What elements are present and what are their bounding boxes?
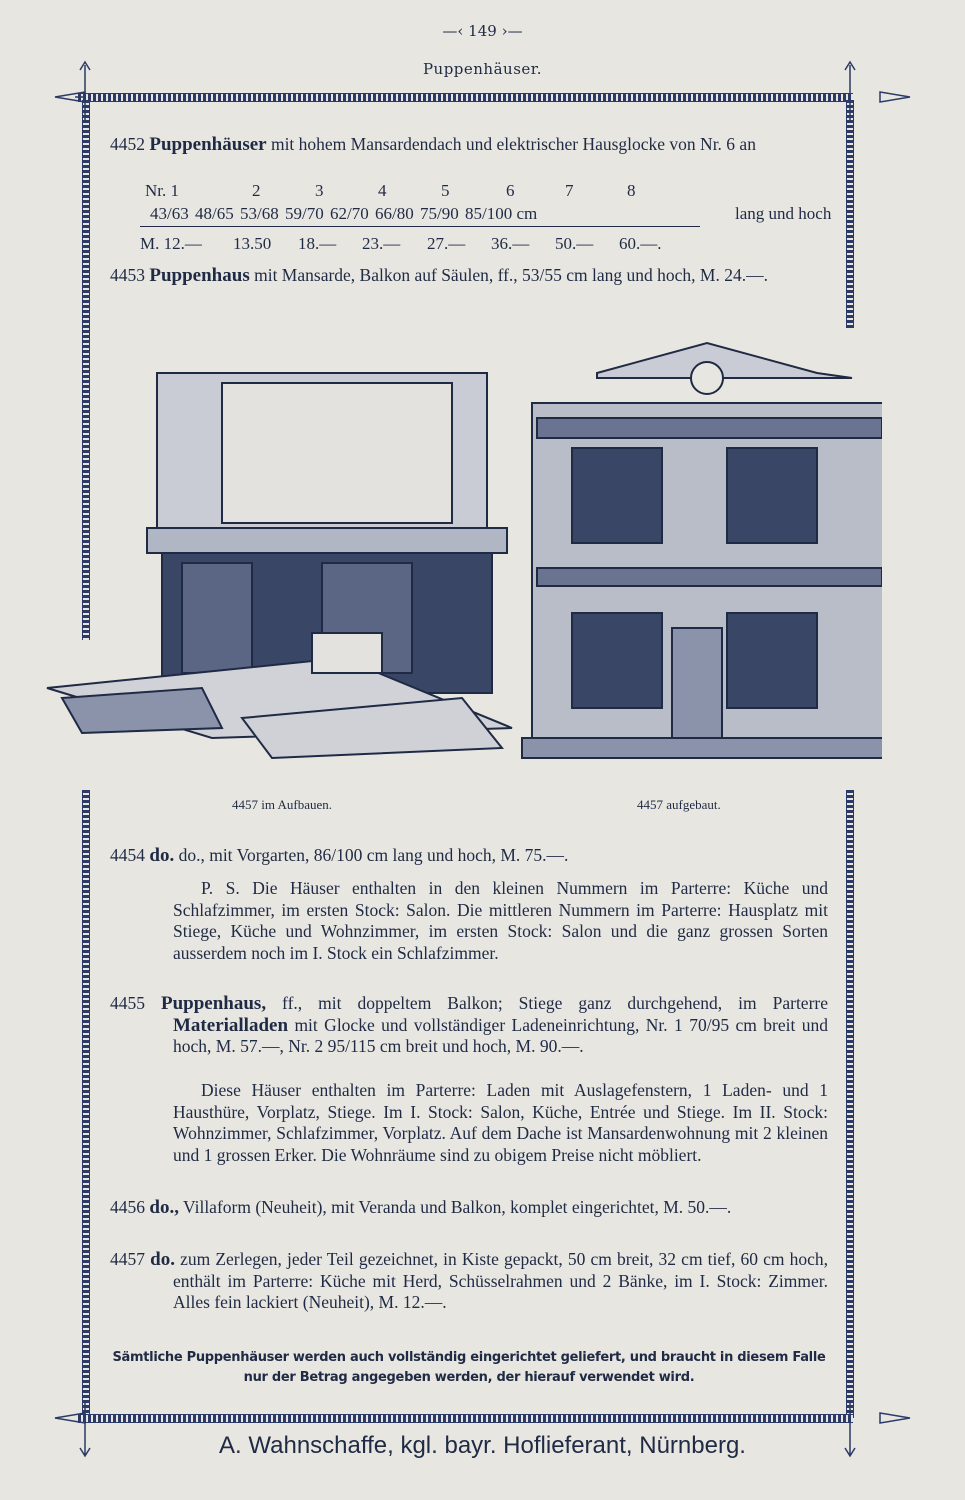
size-dim: 53/68 <box>240 204 279 223</box>
size-number: 7 <box>565 181 574 200</box>
item-number: 4454 <box>110 845 145 865</box>
item-title: Puppenhäuser <box>149 134 267 155</box>
size-number: 4 <box>378 181 387 200</box>
size-dim-suffix: lang und hoch <box>735 204 832 223</box>
page-number-value: 149 <box>468 22 497 40</box>
item-number: 4456 <box>110 1197 145 1217</box>
item-number: 4452 <box>110 134 145 154</box>
entry-4452: 4452 Puppenhäuser mit hohem Mansardendac… <box>110 134 828 156</box>
price: M. 12.— <box>140 234 202 253</box>
size-label: Nr. 1 <box>145 181 179 200</box>
entry-4457: 4457 do. zum Zerlegen, jeder Teil gezeic… <box>110 1249 828 1314</box>
caption-right: 4457 aufgebaut. <box>637 797 721 812</box>
frame-right-border-lower <box>846 790 854 1418</box>
price: 36.— <box>491 234 530 253</box>
item-subtitle: Materialladen <box>173 1014 289 1036</box>
price: 50.— <box>555 234 594 253</box>
frame-bottom-border <box>78 1414 853 1423</box>
size-number: 5 <box>441 181 450 200</box>
item-description: do., mit Vorgarten, 86/100 cm lang und h… <box>174 845 569 865</box>
notice-text: Sämtliche Puppenhäuser werden auch volls… <box>112 1350 826 1385</box>
size-number: 2 <box>252 181 261 200</box>
entry-4455-note: Diese Häuser enthalten im Parterre: Lade… <box>110 1080 828 1166</box>
publisher-footer: A. Wahnschaffe, kgl. bayr. Hoflieferant,… <box>219 1432 746 1459</box>
running-head: Puppenhäuser. <box>422 60 543 78</box>
item-description: mit Mansarde, Balkon auf Säulen, ff., 53… <box>249 265 768 285</box>
frame-right-border-upper <box>846 100 854 328</box>
note-text: Diese Häuser enthalten im Parterre: Lade… <box>173 1080 828 1165</box>
size-dim: 75/90 <box>420 204 459 223</box>
item-title: do. <box>150 1249 175 1270</box>
entry-4455: 4455 Puppenhaus, ff., mit doppeltem Balk… <box>110 993 828 1058</box>
item-description: mit hohem Mansardendach und elektrischer… <box>266 134 756 154</box>
size-dim: 48/65 <box>195 204 234 223</box>
price: 60.—. <box>619 234 662 253</box>
item-title: Puppenhaus, <box>160 993 267 1014</box>
entry-4453: 4453 Puppenhaus mit Mansarde, Balkon auf… <box>110 265 828 287</box>
price: 13.50 <box>233 234 272 253</box>
item-description: zum Zerlegen, jeder Teil gezeichnet, in … <box>173 1249 829 1312</box>
item-title: do. <box>149 845 175 866</box>
entry-4454: 4454 do. do., mit Vorgarten, 86/100 cm l… <box>110 845 828 867</box>
item-description: Villaform (Neuheit), mit Veranda und Bal… <box>178 1197 732 1217</box>
item-number: 4455 <box>110 993 145 1013</box>
item-description: ff., mit doppeltem Balkon; Stiege ganz d… <box>266 993 828 1013</box>
price: 27.— <box>427 234 466 253</box>
page-number: —‹ 149 ›— <box>442 22 523 40</box>
size-dim: 66/80 <box>375 204 414 223</box>
price: 23.— <box>362 234 401 253</box>
item-number: 4453 <box>110 265 145 285</box>
frame-left-border-lower <box>82 790 90 1418</box>
caption-left: 4457 im Aufbauen. <box>232 797 333 812</box>
size-dim: 62/70 <box>330 204 369 223</box>
table-rule <box>140 226 700 227</box>
size-dim: 43/63 <box>150 204 189 223</box>
dollhouse-illustration <box>46 341 882 760</box>
size-dim: 59/70 <box>285 204 324 223</box>
size-number: 8 <box>627 181 636 200</box>
size-number: 6 <box>506 181 515 200</box>
frame-corner-ornaments <box>54 60 911 1458</box>
frame-top-border <box>78 93 853 102</box>
entry-4456: 4456 do., Villaform (Neuheit), mit Veran… <box>110 1197 828 1219</box>
item-description-cont: mit Glocke und vollständiger Ladeneinric… <box>173 1014 828 1057</box>
frame-left-border-upper <box>82 100 90 640</box>
size-dim: 85/100 cm <box>465 204 538 223</box>
postscript-text: P. S. Die Häuser enthalten in den kleine… <box>173 878 828 963</box>
postscript-note: P. S. Die Häuser enthalten in den kleine… <box>110 878 828 964</box>
item-title: do., <box>149 1197 179 1218</box>
size-number: 3 <box>315 181 324 200</box>
item-number: 4457 <box>110 1249 145 1269</box>
item-title: Puppenhaus <box>149 265 250 286</box>
price: 18.— <box>298 234 337 253</box>
